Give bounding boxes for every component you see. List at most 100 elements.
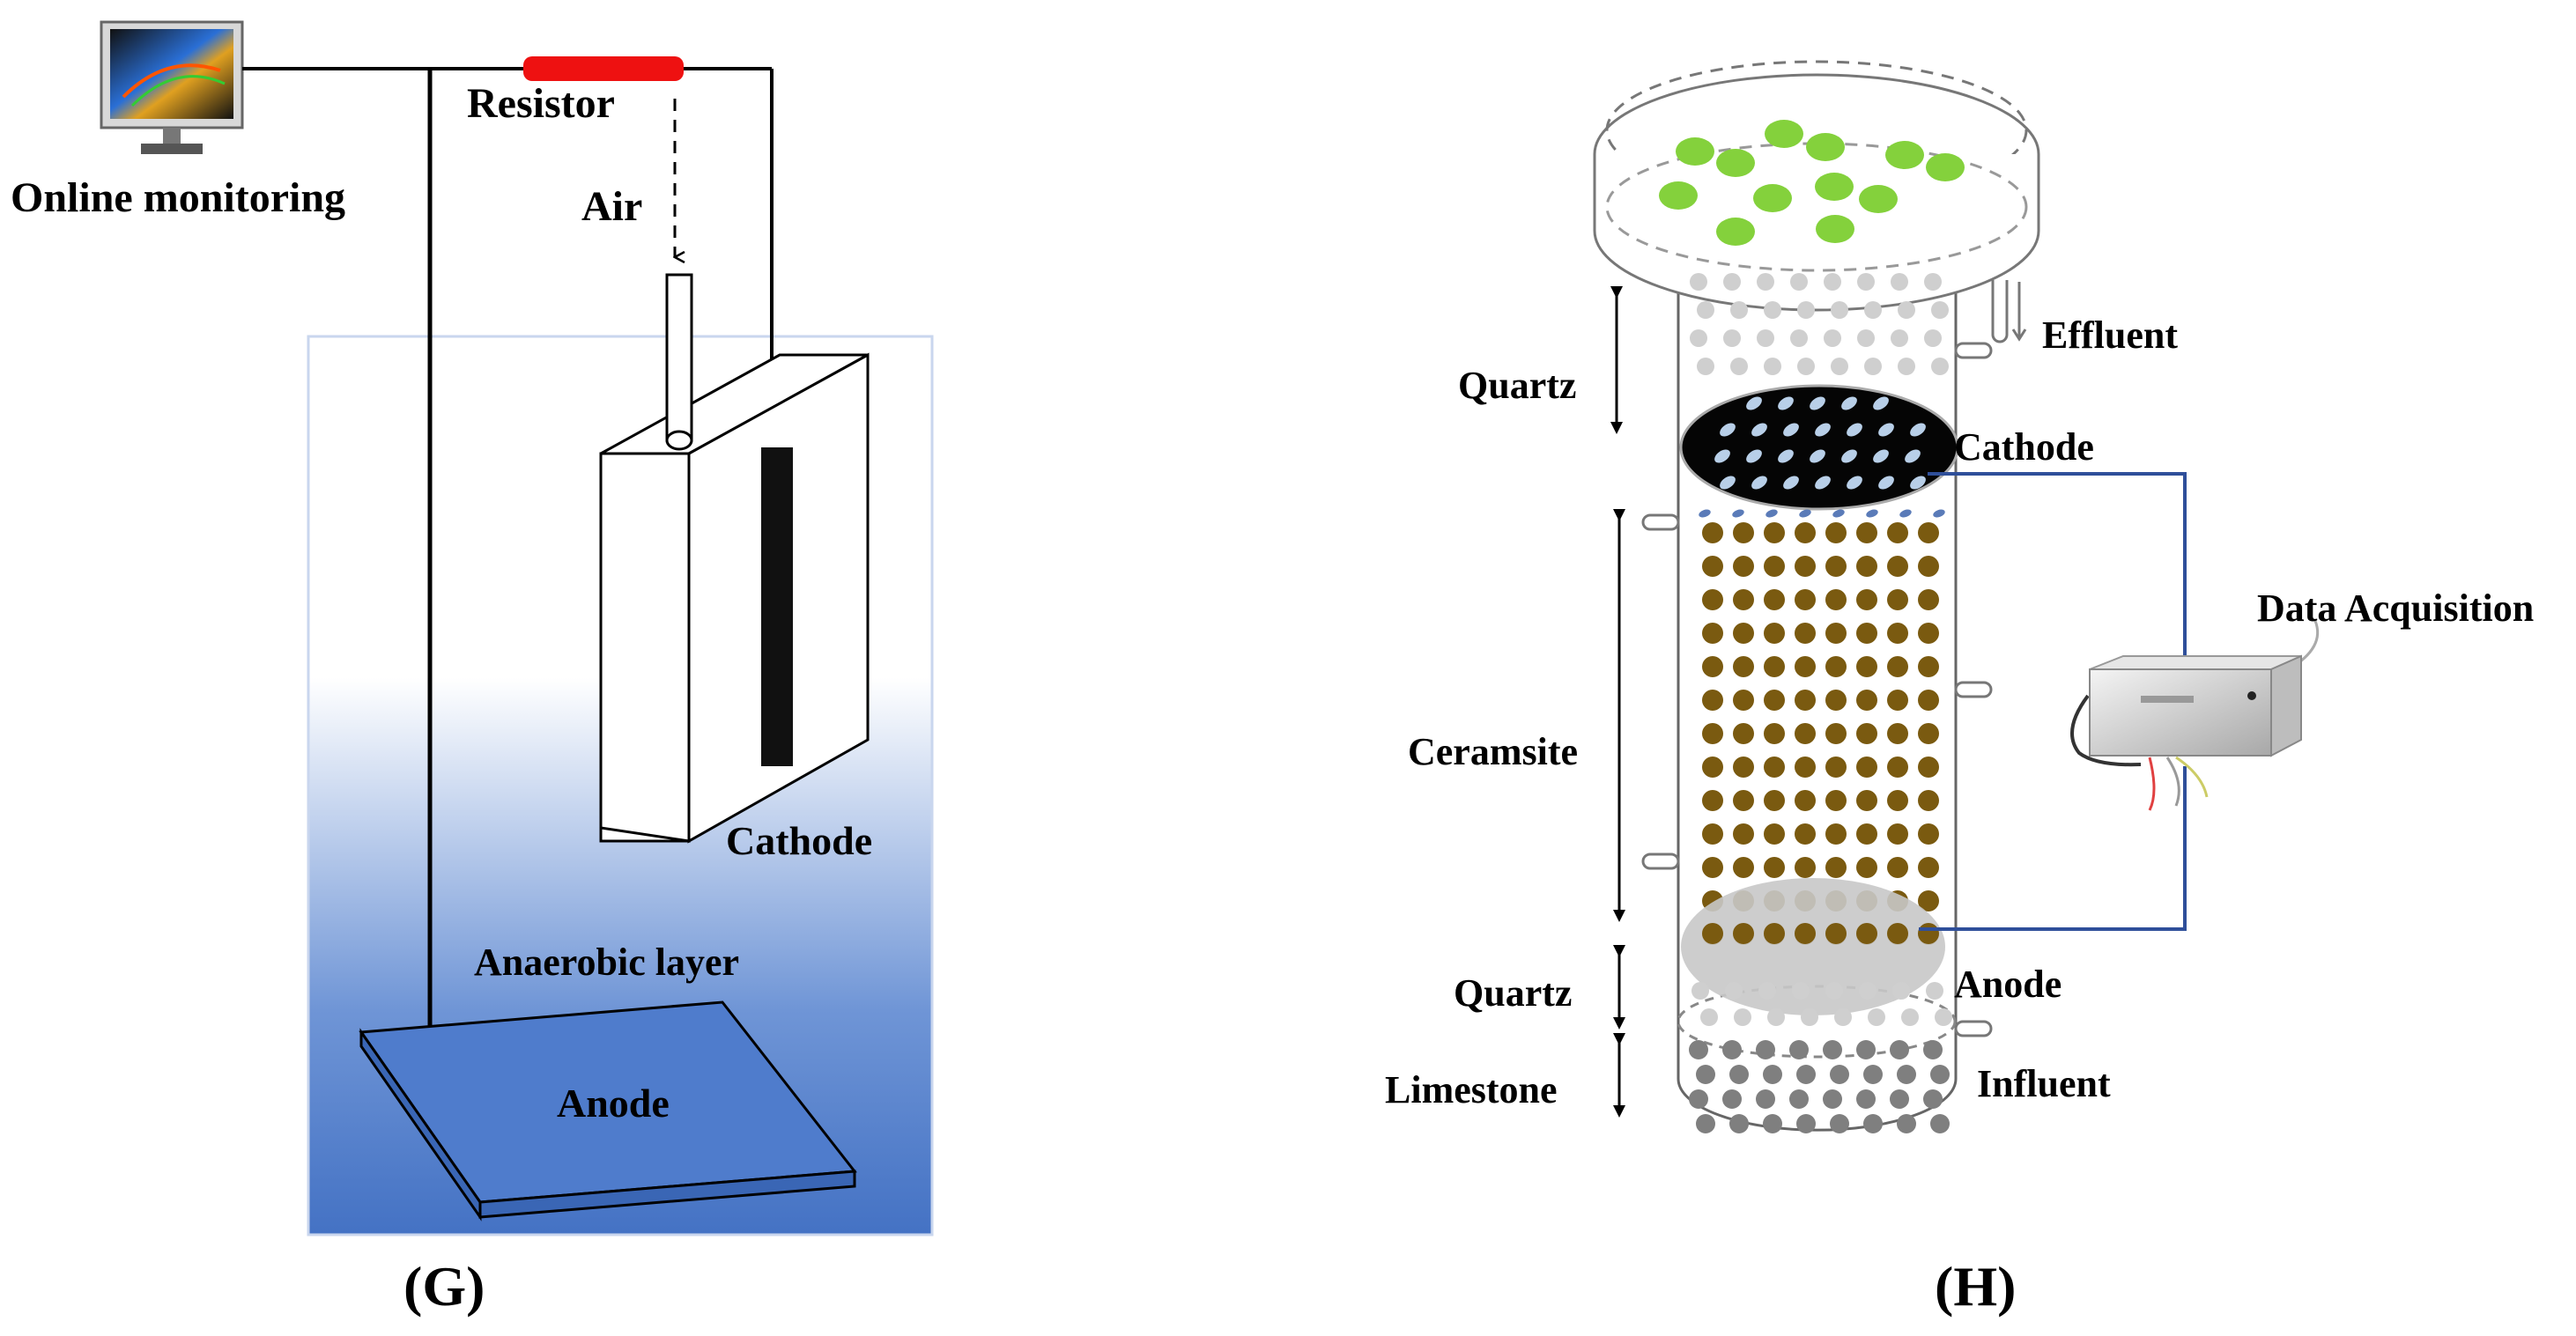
ceramsite-dot [1825, 589, 1847, 610]
cathode-edge-dots [1699, 509, 1945, 518]
quartz-dot [1898, 301, 1915, 319]
ceramsite-dot [1887, 690, 1908, 711]
cathode-dot [1783, 423, 1799, 437]
ceramsite-dot [1856, 556, 1877, 577]
quartz-dot [1691, 982, 1709, 1000]
quartz-dot [1690, 329, 1707, 347]
ceramsite-dot [1918, 522, 1939, 543]
wire-cathode-h [1928, 472, 2187, 700]
label-resistor: Resistor [467, 80, 615, 127]
ceramsite-dot [1918, 757, 1939, 778]
ceramsite-dot [1764, 823, 1785, 845]
quartz-dot [1690, 273, 1707, 291]
plant-dot [1716, 218, 1755, 246]
monitor-icon [100, 20, 244, 154]
cathode-dot [1783, 476, 1799, 490]
quartz-dot [1864, 358, 1882, 375]
cathode-dot [1910, 423, 1926, 437]
cathode-dot [1815, 476, 1831, 490]
ceramsite-dot [1733, 556, 1754, 577]
label-quartz-top: Quartz [1458, 364, 1576, 407]
ceramsite-dot [1795, 589, 1816, 610]
quartz-dot [1857, 273, 1875, 291]
ceramsite-dot [1764, 522, 1785, 543]
ceramsite-dot [1825, 757, 1847, 778]
quartz-dot [1924, 329, 1942, 347]
quartz-dot [1891, 273, 1908, 291]
quartz-dot [1700, 1008, 1718, 1026]
resistor [523, 56, 684, 81]
cathode-dot [1878, 423, 1894, 437]
plant-dot [1806, 133, 1845, 161]
ceramsite-dot [1887, 857, 1908, 878]
plant-dot [1815, 173, 1854, 201]
cathode-dot [1810, 396, 1825, 410]
ceramsite-dot [1825, 857, 1847, 878]
plant-dot [1753, 184, 1792, 212]
cathode-edge-dot [1899, 509, 1912, 518]
ceramsite-dot [1856, 757, 1877, 778]
ceramsite-dot [1733, 656, 1754, 677]
label-anaerobic-layer: Anaerobic layer [474, 941, 739, 984]
label-anode-g: Anode [557, 1081, 670, 1126]
ceramsite-dot [1702, 757, 1723, 778]
ceramsite-dot [1795, 690, 1816, 711]
ceramsite-dot [1887, 923, 1908, 944]
quartz-bottom-dots [1691, 982, 1952, 1026]
ceramsite-dot [1764, 757, 1785, 778]
anode-plate [359, 1000, 857, 1222]
ceramsite-dot [1764, 589, 1785, 610]
limestone-dot [1696, 1114, 1715, 1133]
limestone-dot [1897, 1065, 1916, 1084]
cathode-dot [1746, 396, 1762, 410]
ceramsite-dot [1887, 823, 1908, 845]
quartz-dot [1730, 358, 1748, 375]
ceramsite-dot [1887, 790, 1908, 811]
plant-dot [1859, 185, 1898, 213]
ceramsite-dot [1887, 757, 1908, 778]
ceramsite-dot [1918, 589, 1939, 610]
ceramsite-dot [1733, 723, 1754, 744]
air-tube [665, 273, 693, 451]
limestone-dot [1823, 1040, 1842, 1059]
label-limestone: Limestone [1385, 1068, 1558, 1111]
ceramsite-dot [1856, 623, 1877, 644]
cathode-dot [1847, 423, 1862, 437]
wire-anode-h [1919, 766, 2187, 931]
ceramsite-dot [1918, 923, 1939, 944]
anode-disc [1681, 878, 1945, 1015]
quartz-dot [1697, 358, 1714, 375]
quartz-dot [1723, 273, 1741, 291]
plant-dot [1926, 153, 1965, 181]
ceramsite-dot [1733, 857, 1754, 878]
panel-g: Online monitoring Resistor Air Cathode A… [11, 20, 934, 1318]
cathode-dot [1751, 476, 1767, 490]
ceramsite-dot [1795, 857, 1816, 878]
quartz-dot [1857, 329, 1875, 347]
ceramsite-dot [1733, 589, 1754, 610]
dimension-arrows [1610, 286, 1625, 1118]
ceramsite-dot [1856, 823, 1877, 845]
limestone-dot [1789, 1089, 1809, 1109]
ceramsite-dot [1887, 589, 1908, 610]
limestone-dot [1890, 1040, 1909, 1059]
quartz-dot [1892, 982, 1910, 1000]
quartz-dot [1824, 329, 1841, 347]
limestone-dot [1763, 1114, 1782, 1133]
cathode-edge-dot [1933, 509, 1945, 518]
cathode-dot [1905, 449, 1921, 463]
quartz-dot [1834, 1008, 1852, 1026]
ceramsite-dot [1918, 690, 1939, 711]
limestone-dot [1796, 1065, 1816, 1084]
ceramsite-dot [1764, 857, 1785, 878]
quartz-dot [1926, 982, 1943, 1000]
cathode-electrode [761, 447, 793, 766]
limestone-dot [1856, 1089, 1876, 1109]
ceramsite-dot [1795, 656, 1816, 677]
side-ports [1641, 342, 1993, 1037]
ceramsite-dot [1764, 656, 1785, 677]
quartz-dot [1864, 301, 1882, 319]
ceramsite-dot [1795, 623, 1816, 644]
limestone-dot [1789, 1040, 1809, 1059]
